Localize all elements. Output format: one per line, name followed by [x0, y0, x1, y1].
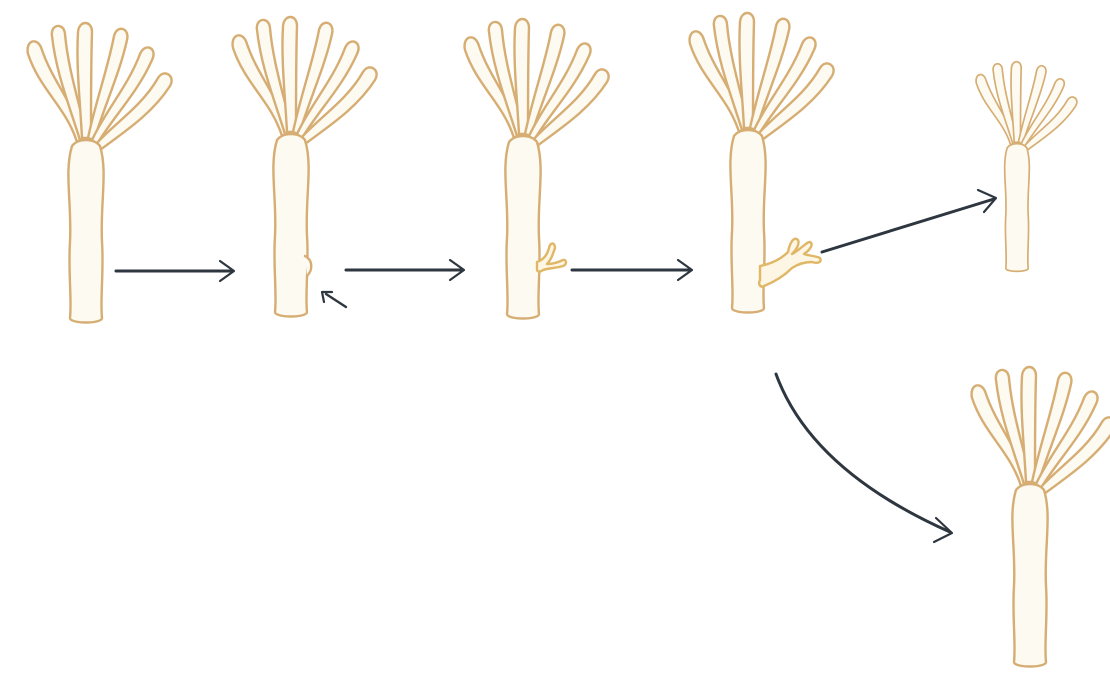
- hydra-stage-6-parent: [972, 367, 1110, 667]
- hydra-stage-4: [690, 13, 834, 313]
- arrow-stage-4-to-detached-bud: [822, 190, 996, 252]
- hydra-stage-1: [28, 23, 172, 323]
- arrow-stage-2-to-3: [346, 260, 464, 280]
- arrow-stage-4-to-parent: [776, 374, 952, 542]
- hydra-stage-5-new-individual: [976, 62, 1077, 272]
- arrow-stage-3-to-4: [572, 260, 692, 280]
- hydra-stage-3: [465, 19, 609, 319]
- arrow-stage-1-to-2: [116, 261, 234, 281]
- bud-indicator-arrow: [322, 292, 346, 307]
- hydra-stage-2: [233, 17, 377, 317]
